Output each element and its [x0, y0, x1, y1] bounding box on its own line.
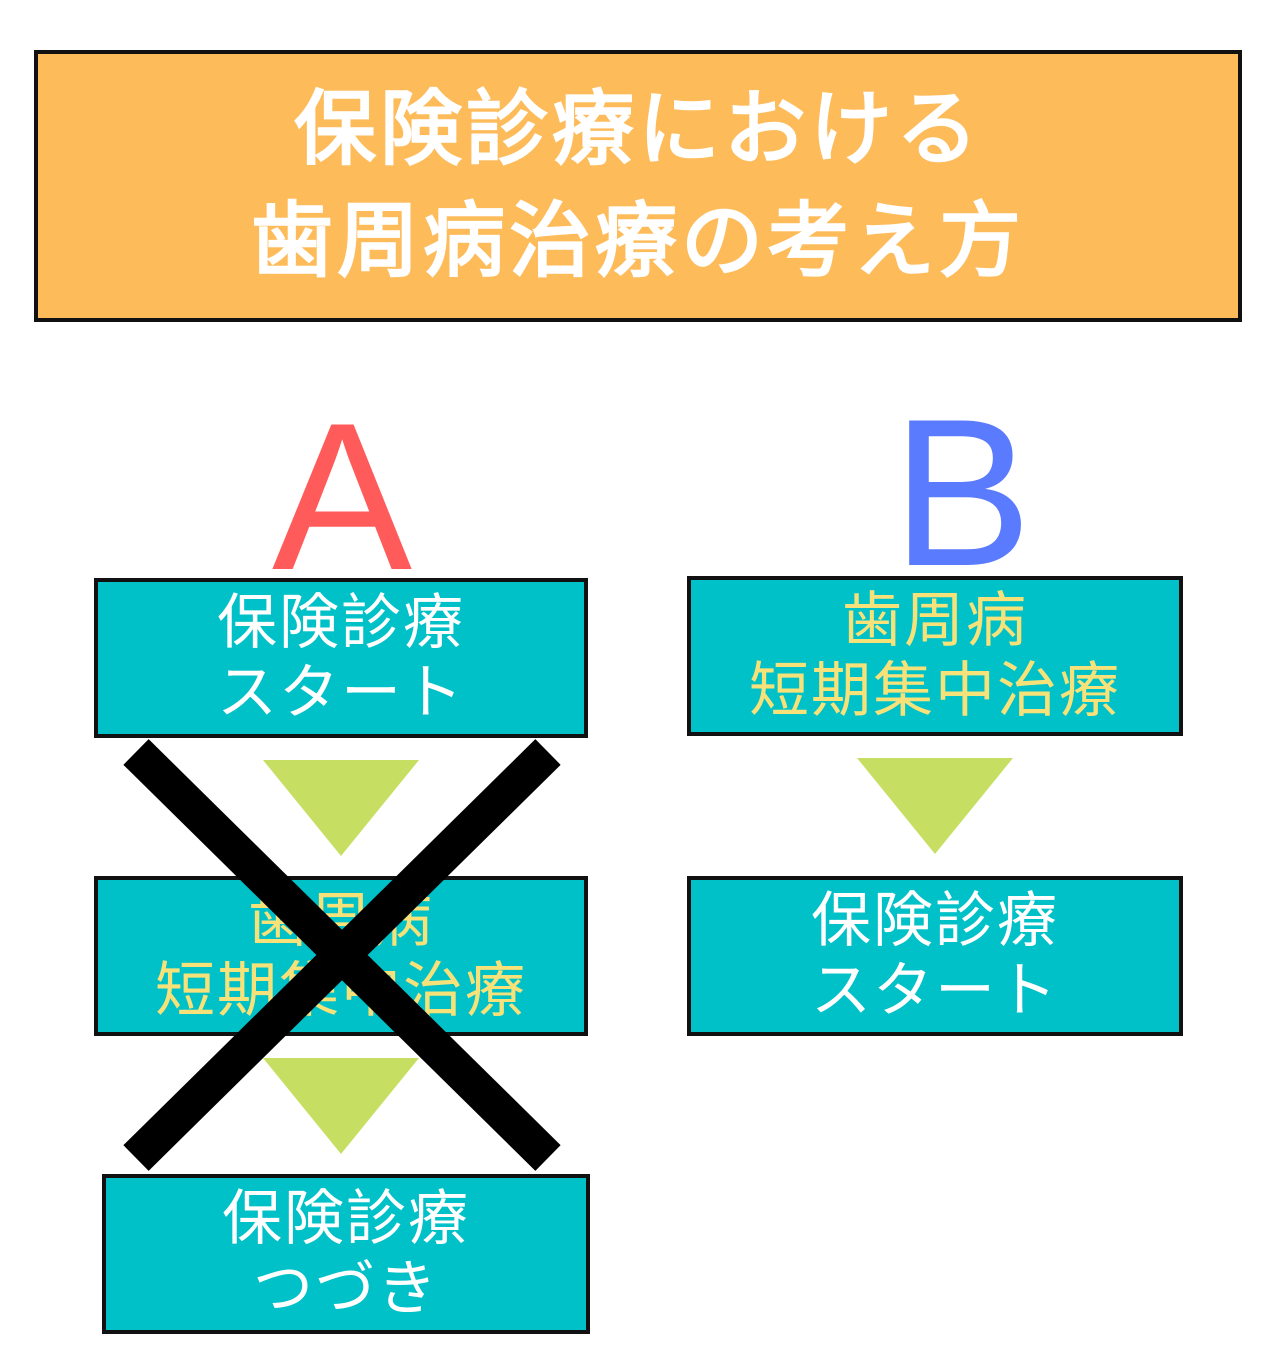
column-b-letter: B	[891, 375, 1033, 610]
title-banner: 保険診療における 歯周病治療の考え方	[34, 50, 1242, 322]
title-line-2: 歯周病治療の考え方	[250, 194, 1025, 289]
column-a-step-3: 保険診療 つづき	[102, 1174, 590, 1334]
column-b-step-2: 保険診療 スタート	[687, 876, 1183, 1036]
column-b-step-1-line-2: 短期集中治療	[749, 656, 1121, 726]
column-b-step-2-line-1: 保険診療	[811, 886, 1059, 956]
column-b-step-1: 歯周病 短期集中治療	[687, 576, 1183, 736]
column-b-step-2-line-2: スタート	[811, 956, 1059, 1026]
x-mark-stroke-2	[123, 739, 561, 1171]
column-a-step-3-line-1: 保険診療	[222, 1184, 470, 1254]
column-a-step-1-line-1: 保険診療	[217, 588, 465, 658]
column-b-step-1-line-1: 歯周病	[842, 586, 1028, 656]
title-line-1: 保険診療における	[293, 82, 982, 177]
down-triangle-icon	[263, 1058, 419, 1154]
column-a-step-1-line-2: スタート	[217, 658, 465, 728]
down-triangle-icon	[857, 758, 1013, 854]
column-a-step-3-line-2: つづき	[253, 1254, 439, 1324]
column-a-letter: A	[271, 379, 413, 614]
column-a-step-1: 保険診療 スタート	[94, 578, 588, 738]
down-triangle-icon	[263, 760, 419, 856]
